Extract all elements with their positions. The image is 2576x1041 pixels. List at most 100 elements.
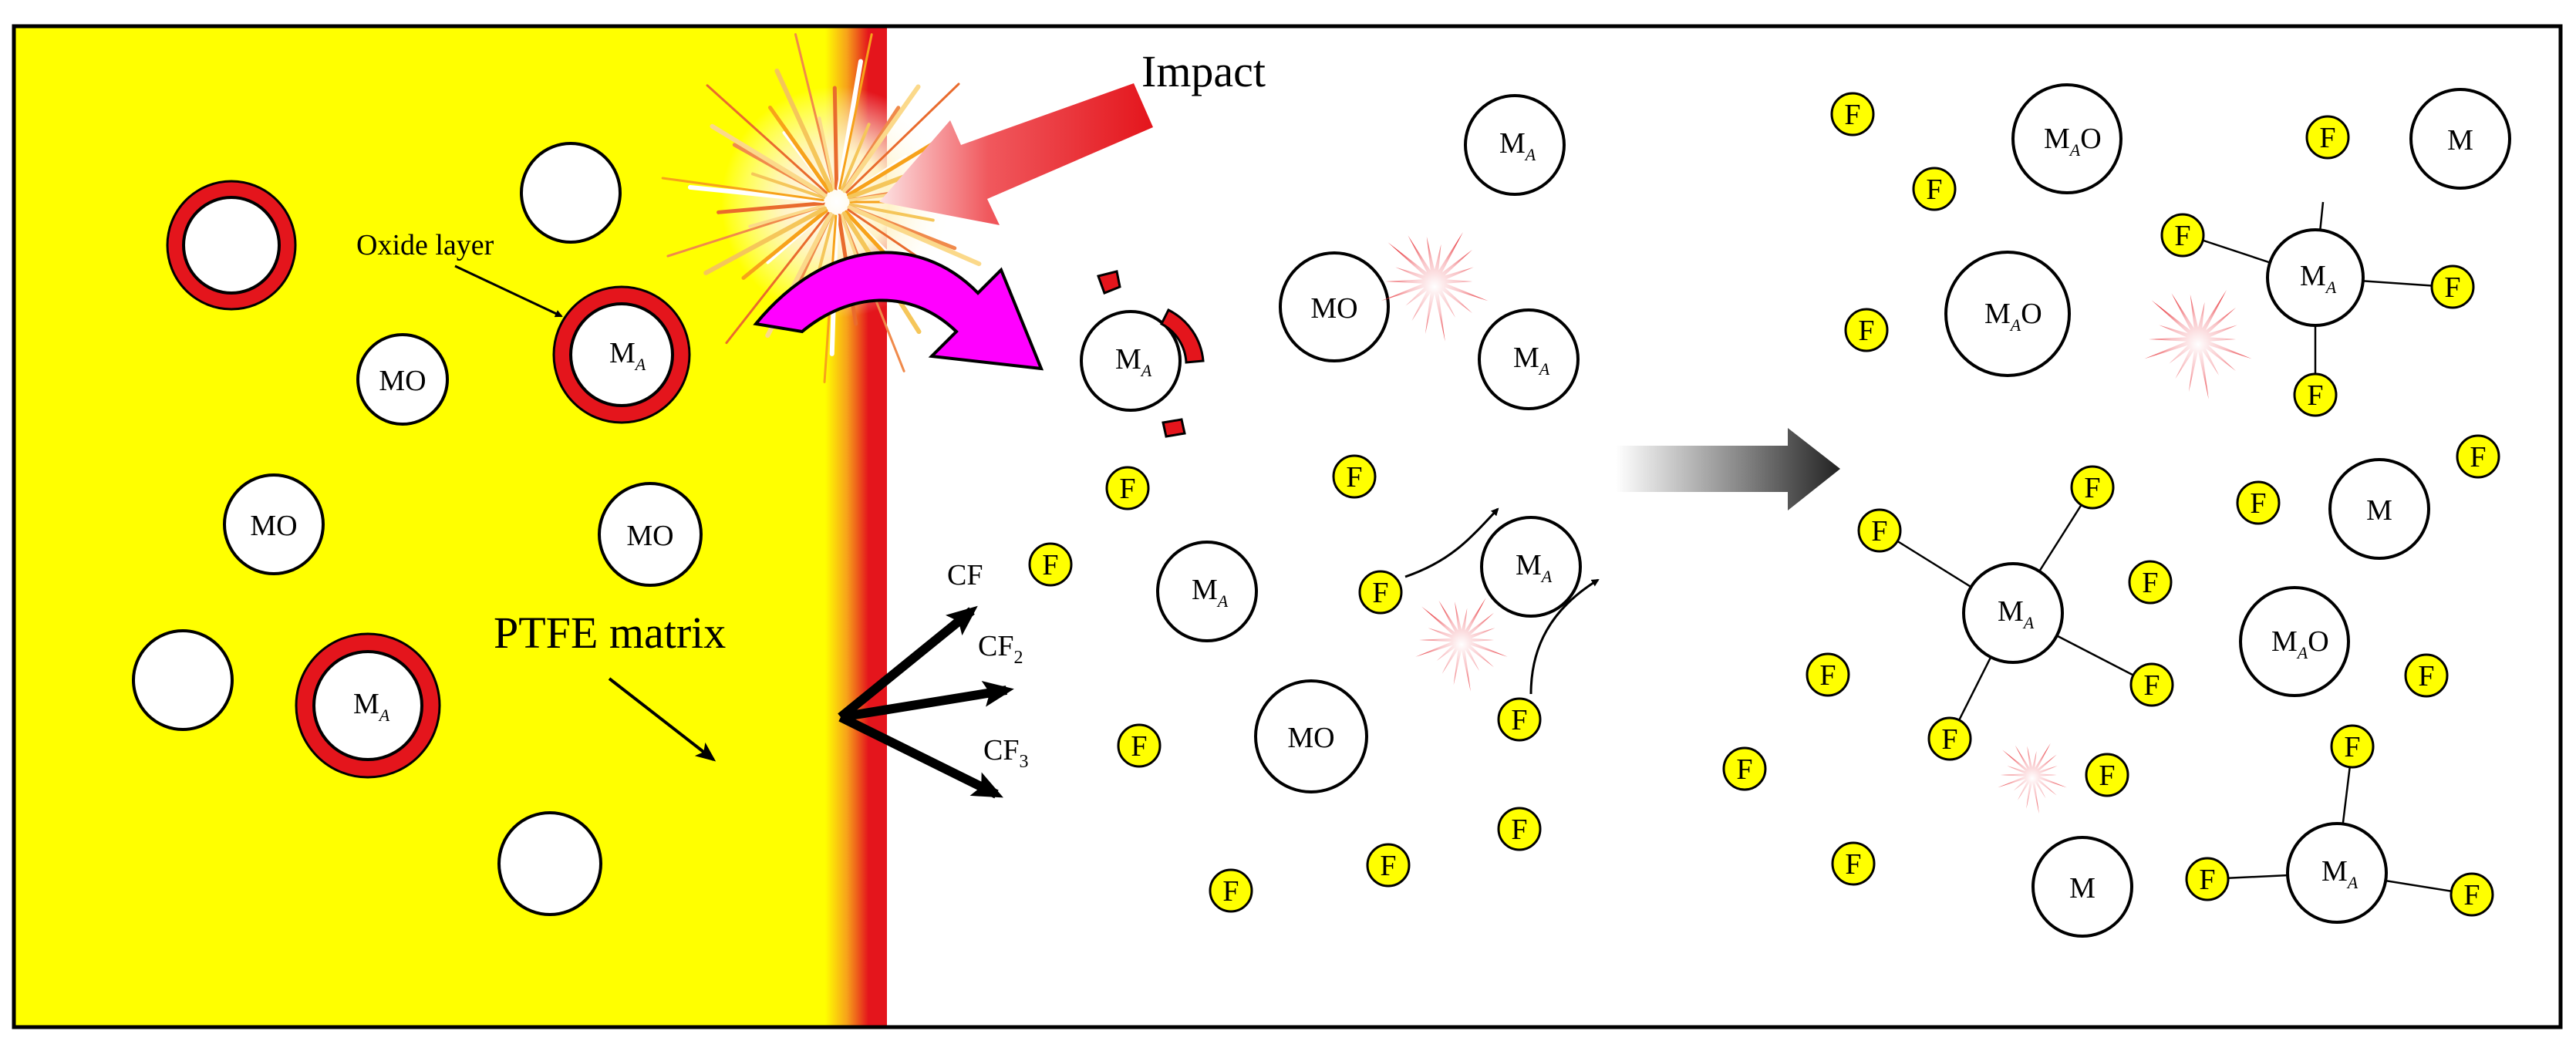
ptfe-matrix-pointer (608, 677, 716, 762)
svg-text:MA: MA (1192, 574, 1229, 611)
svg-text:F: F (1119, 473, 1135, 505)
fluorine-atom: F (2450, 872, 2494, 917)
svg-text:F: F (1941, 723, 1957, 756)
svg-text:M: M (2069, 872, 2096, 905)
fluorine-atom: F (1358, 570, 1403, 615)
fluorine-atom: F (1830, 92, 1875, 136)
transfer-arrow-icon (753, 251, 1044, 371)
ma-particle-reacting: MA (1480, 516, 1582, 618)
svg-text:MA: MA (2321, 855, 2359, 892)
ma-label: MA (609, 337, 646, 374)
svg-text:F: F (2319, 122, 2335, 154)
spark-burst-icon (2144, 289, 2252, 399)
mao-particle: MAO (2011, 83, 2123, 194)
ma-particle: MA (1478, 308, 1580, 410)
metal-particle (497, 811, 602, 916)
impact-arrow-icon (879, 83, 1153, 225)
svg-text:F: F (2142, 567, 2158, 599)
svg-text:F: F (2344, 731, 2360, 763)
svg-text:MO: MO (379, 365, 426, 397)
svg-text:MA: MA (1516, 549, 1553, 586)
svg-text:MO: MO (1310, 292, 1357, 325)
svg-text:M: M (2447, 124, 2473, 157)
fluorine-atom: F (1497, 807, 1542, 851)
svg-text:F: F (1346, 461, 1362, 494)
svg-text:MO: MO (1287, 722, 1334, 754)
spark-burst-icon (1381, 231, 1489, 342)
svg-text:F: F (1222, 875, 1239, 908)
fluorine-atom: F (2430, 264, 2475, 309)
svg-text:MA: MA (1499, 127, 1536, 164)
metal-particle (520, 142, 622, 244)
svg-text:F: F (2084, 472, 2100, 504)
svg-text:MAO: MAO (2271, 625, 2329, 662)
cf3-label: CF3 (983, 734, 1028, 772)
svg-text:MAO: MAO (1984, 298, 2042, 335)
fluorine-atom: F (1117, 723, 1162, 768)
fluorine-atom: F (2305, 115, 2350, 160)
fluorine-atom: F (2070, 465, 2115, 510)
fluorine-atom: F (1028, 542, 1073, 587)
svg-text:F: F (1372, 577, 1388, 609)
oxide-coated-ma-particle: MA (295, 632, 441, 779)
impact-label: Impact (1141, 46, 1266, 96)
svg-text:MO: MO (250, 510, 297, 542)
ma-center-particle: MA (2286, 822, 2388, 924)
fluorine-atom: F (1844, 308, 1889, 352)
svg-text:M: M (2366, 494, 2392, 527)
mao-particle: MAO (2239, 586, 2350, 697)
ma-particle: MA (1156, 541, 1258, 642)
fluorine-atom: F (2404, 653, 2449, 698)
svg-text:F: F (2250, 487, 2266, 520)
ma-label: MA (353, 688, 390, 725)
svg-text:MA: MA (1513, 342, 1550, 379)
ma-center-particle: MA (2266, 228, 2365, 327)
svg-text:F: F (1380, 850, 1396, 882)
svg-text:F: F (1871, 515, 1887, 547)
process-arrow-icon (1616, 428, 1840, 510)
fluorine-atom: F (1332, 454, 1377, 499)
fluorine-atom: F (2160, 213, 2205, 258)
diagram-frame (12, 24, 2563, 1029)
svg-text:F: F (1736, 753, 1752, 786)
fluorine-attack-arrows (1404, 507, 1600, 695)
fluorine-atom: F (2293, 372, 2338, 417)
svg-text:MAO: MAO (2044, 123, 2102, 160)
fluorine-atom: F (1366, 843, 1411, 888)
fluorine-atom: F (1806, 652, 1850, 697)
ma-center-particle: MA (1962, 562, 2064, 664)
fluorine-atom: F (1497, 697, 1542, 742)
fluorine-atom: F (1105, 466, 1150, 510)
svg-text:F: F (1511, 814, 1527, 846)
fluorine-atom: F (2129, 662, 2174, 707)
fluorine-atom: F (2185, 857, 2230, 901)
oxide-layer-label: Oxide layer (356, 229, 494, 261)
fluorine-atom: F (2128, 560, 2173, 605)
svg-text:F: F (1844, 99, 1860, 131)
svg-text:F: F (1042, 549, 1058, 581)
svg-text:F: F (1858, 315, 1874, 347)
svg-text:F: F (2099, 760, 2115, 792)
svg-text:F: F (2307, 379, 2323, 412)
svg-text:F: F (1926, 174, 1942, 206)
spark-burst-icon (1415, 598, 1508, 692)
oxide-layer-pointer (454, 264, 563, 318)
svg-text:F: F (2418, 660, 2434, 692)
svg-text:F: F (1511, 704, 1527, 736)
svg-text:F: F (2470, 441, 2486, 473)
svg-text:F: F (2143, 669, 2160, 702)
svg-text:F: F (1819, 659, 1836, 692)
svg-text:MO: MO (626, 520, 673, 552)
fluorine-atom: F (1722, 746, 1767, 791)
spark-burst-icon (1381, 231, 2252, 814)
fluorine-atom: F (1912, 167, 1957, 211)
fluorine-atom: F (1857, 508, 1902, 553)
fluorine-atom: F (2085, 753, 2129, 797)
m-particle: M (2409, 88, 2511, 190)
fluorine-atom: F (2330, 724, 2375, 769)
mao-particle: MAO (1944, 251, 2071, 377)
fluorine-atom: F (2236, 480, 2281, 525)
svg-text:F: F (1131, 730, 1147, 763)
